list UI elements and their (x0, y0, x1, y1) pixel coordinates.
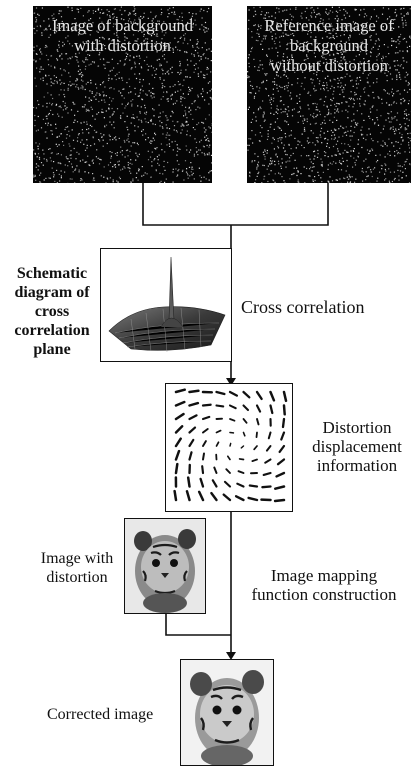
displacement-vectors (173, 388, 288, 503)
displacement-vector (215, 441, 220, 447)
displacement-vector (174, 425, 184, 434)
displacement-vector (185, 490, 191, 502)
displacement-vector (248, 484, 259, 488)
tiger-cub-photo (125, 519, 205, 613)
displacement-vector (242, 431, 246, 437)
displacement-vector (267, 431, 272, 440)
reference-background-title: Reference image of background without di… (264, 16, 394, 75)
displacement-vector (226, 455, 231, 461)
displacement-vector (199, 477, 205, 488)
corrected-tiger-image (180, 659, 274, 766)
displacement-vector (276, 458, 286, 466)
displacement-vector (280, 431, 286, 441)
arrow-head-1 (226, 378, 236, 386)
displacement-vector (264, 458, 272, 464)
displacement-vector (273, 498, 286, 503)
displacement-vector (262, 471, 272, 476)
displacement-vector (242, 418, 248, 424)
displacement-vector (255, 431, 258, 438)
distorted-background-title: Image of background with distortion (51, 16, 194, 55)
displacement-vector (174, 388, 186, 394)
displacement-vector (281, 417, 286, 429)
displacement-vector (174, 400, 186, 407)
corrected-image-label: Corrected image (47, 706, 154, 723)
tiger-cub-photo (181, 660, 273, 765)
displacement-vector (234, 495, 245, 502)
arrow-head-2 (226, 652, 236, 660)
mapping-function-label: Image mapping function construction (251, 566, 397, 604)
displacement-vector (201, 465, 205, 475)
displacement-vector (188, 401, 200, 407)
displacement-vector (228, 390, 239, 397)
displacement-vector (202, 440, 207, 447)
displacement-vector (256, 418, 260, 426)
displacement-vector (282, 404, 286, 416)
displacement-vector (211, 479, 218, 488)
displacement-vector (225, 468, 231, 474)
displacement-vector (215, 390, 226, 396)
displacement-info-label: Distortion displacement information (312, 418, 402, 475)
displacement-vector (173, 489, 178, 502)
displacement-vector (188, 414, 198, 421)
displacement-vector (188, 426, 197, 434)
displacement-vector (188, 389, 200, 394)
displacement-vector (174, 449, 181, 461)
correlation-surface (108, 256, 226, 353)
displacement-field-image (165, 383, 293, 512)
displacement-vector (240, 445, 245, 449)
displacement-vector (255, 404, 262, 413)
displacement-vector (251, 458, 258, 463)
displacement-vector (188, 451, 193, 461)
displacement-vector (223, 480, 232, 488)
reference-background-panel: Reference image of background without di… (247, 6, 411, 183)
displacement-vector (282, 390, 288, 403)
displacement-vector (229, 442, 232, 447)
displacement-vector (269, 404, 274, 415)
cross-correlation-label: Cross correlation (241, 297, 365, 317)
displacement-vector (215, 404, 225, 408)
displacement-vector (253, 445, 258, 451)
displacement-vector (247, 496, 259, 502)
distorted-tiger-image (124, 518, 206, 614)
distorted-background-panel: Image of background with distortion (33, 6, 212, 183)
displacement-vector (275, 471, 286, 478)
displacement-vector (242, 404, 250, 412)
displacement-vector (238, 458, 245, 461)
displacement-vector (202, 428, 209, 434)
displacement-vector (228, 404, 237, 410)
displacement-vector (213, 466, 218, 474)
displacement-vector (174, 412, 185, 421)
speckle-pattern (33, 6, 212, 183)
image-with-distortion-label: Image with distortion (40, 550, 114, 586)
displacement-vector (236, 482, 245, 488)
displacement-vector (229, 418, 236, 422)
cross-correlation-plane-label: Schematic diagram of cross correlation p… (14, 265, 90, 358)
displacement-vector (188, 438, 195, 448)
displacement-vector (201, 452, 206, 461)
displacement-vector (278, 444, 286, 454)
speckle-pattern (247, 6, 411, 183)
displacement-vector (174, 462, 179, 475)
displacement-vector (237, 470, 245, 474)
displacement-vector (274, 485, 286, 490)
displacement-vector (197, 490, 205, 502)
displacement-vector (269, 390, 276, 402)
cross-correlation-plane-image (100, 248, 232, 362)
displacement-vector (201, 415, 211, 421)
displacement-vector (255, 390, 263, 401)
displacement-vector (201, 403, 212, 407)
displacement-vector (242, 390, 251, 399)
displacement-vector (210, 491, 218, 502)
displacement-vector (174, 437, 182, 448)
displacement-vector (261, 485, 272, 489)
displacement-vector (222, 493, 232, 502)
displacement-vector (265, 445, 272, 452)
displacement-vector (215, 429, 222, 434)
displacement-vector (186, 476, 191, 488)
